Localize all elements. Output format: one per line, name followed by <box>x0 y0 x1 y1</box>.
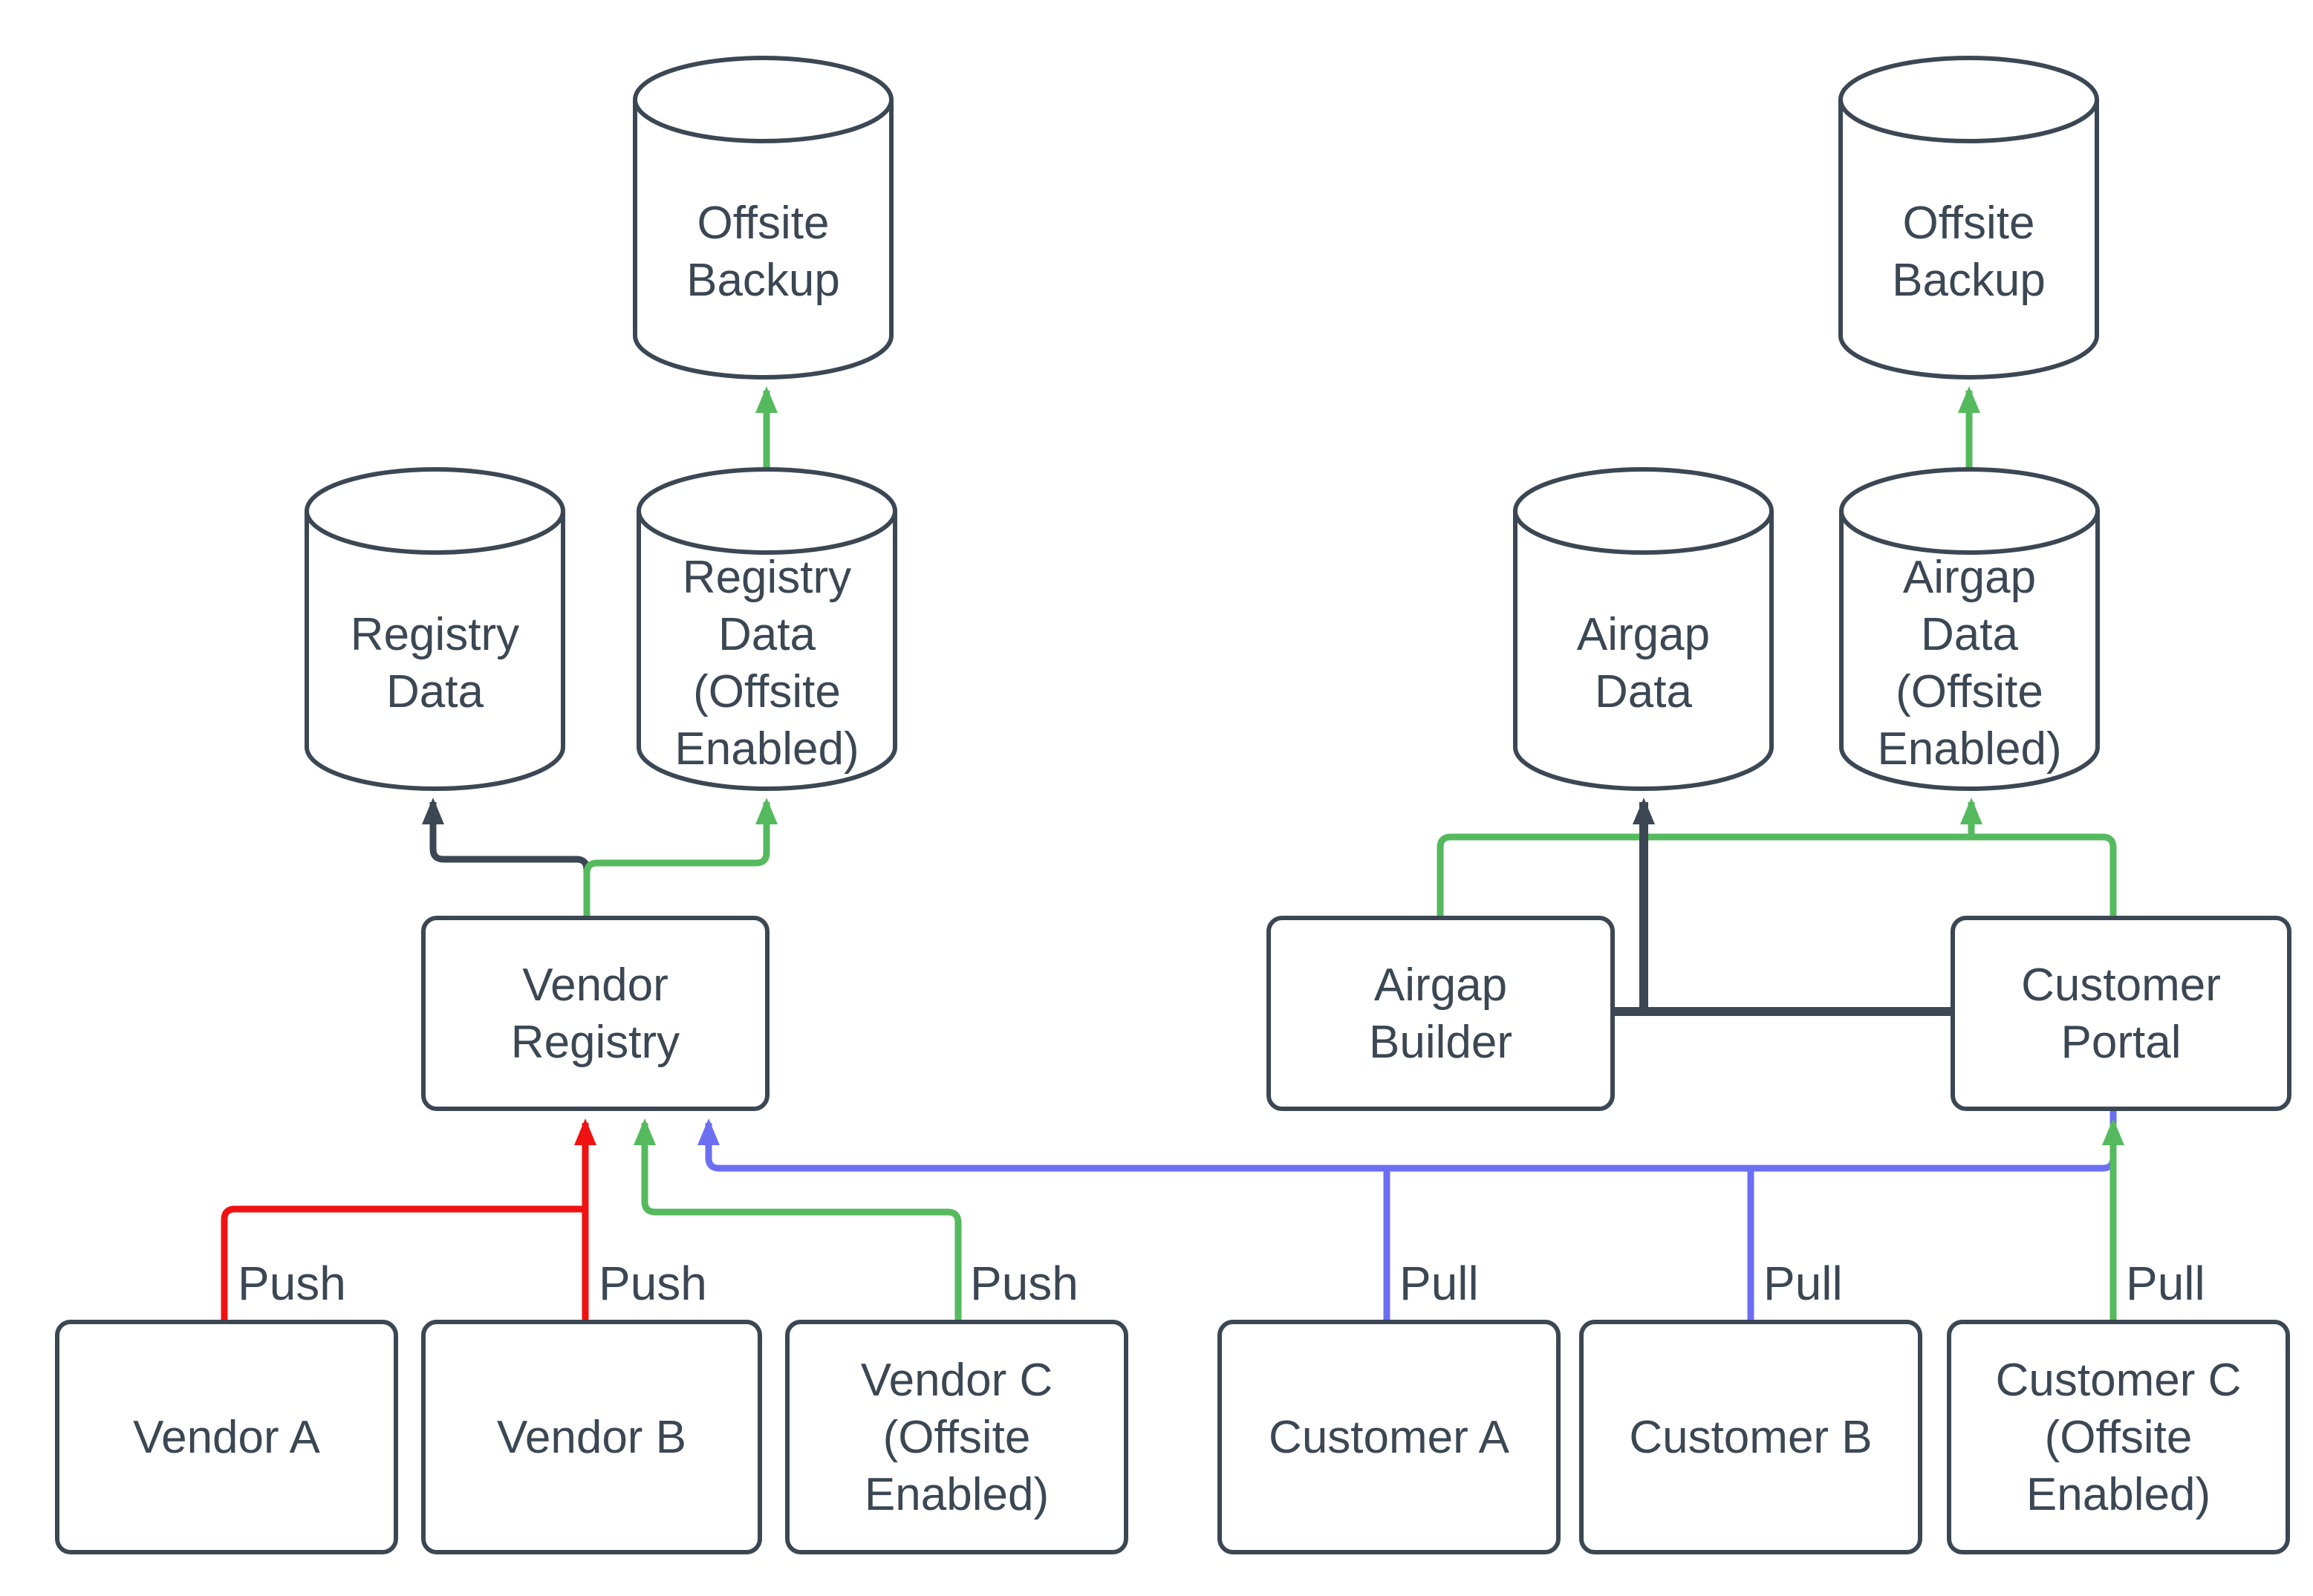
edge-vendor-c-push <box>634 1118 962 1322</box>
edge-builder-portal-offsite-loop <box>1437 833 2117 918</box>
edge-vendor-registry-to-registry-data <box>422 798 591 918</box>
airgap-data-cylinder <box>1513 467 1774 791</box>
edge-vendor-a-push <box>221 1205 585 1322</box>
customer-a-box <box>1217 1320 1561 1554</box>
registry-data-cylinder <box>305 467 565 791</box>
vendor-b-box <box>421 1320 762 1554</box>
edge-vendor-registry-to-registry-data-offsite <box>583 798 778 918</box>
airgap-builder-box <box>1266 916 1615 1111</box>
vendor-registry-box <box>421 916 770 1111</box>
offsite-backup-right-cylinder <box>1838 56 2099 380</box>
customer-b-box <box>1579 1320 1922 1554</box>
customer-portal-box <box>1951 916 2291 1111</box>
airgap-data-offsite-cylinder <box>1839 467 2100 791</box>
edge-customer-pull-main <box>697 1109 2117 1172</box>
vendor-a-box <box>55 1320 398 1554</box>
customer-c-box <box>1947 1320 2290 1554</box>
registry-data-offsite-cylinder <box>637 467 897 791</box>
vendor-c-box <box>785 1320 1128 1554</box>
offsite-backup-left-cylinder <box>633 56 894 380</box>
